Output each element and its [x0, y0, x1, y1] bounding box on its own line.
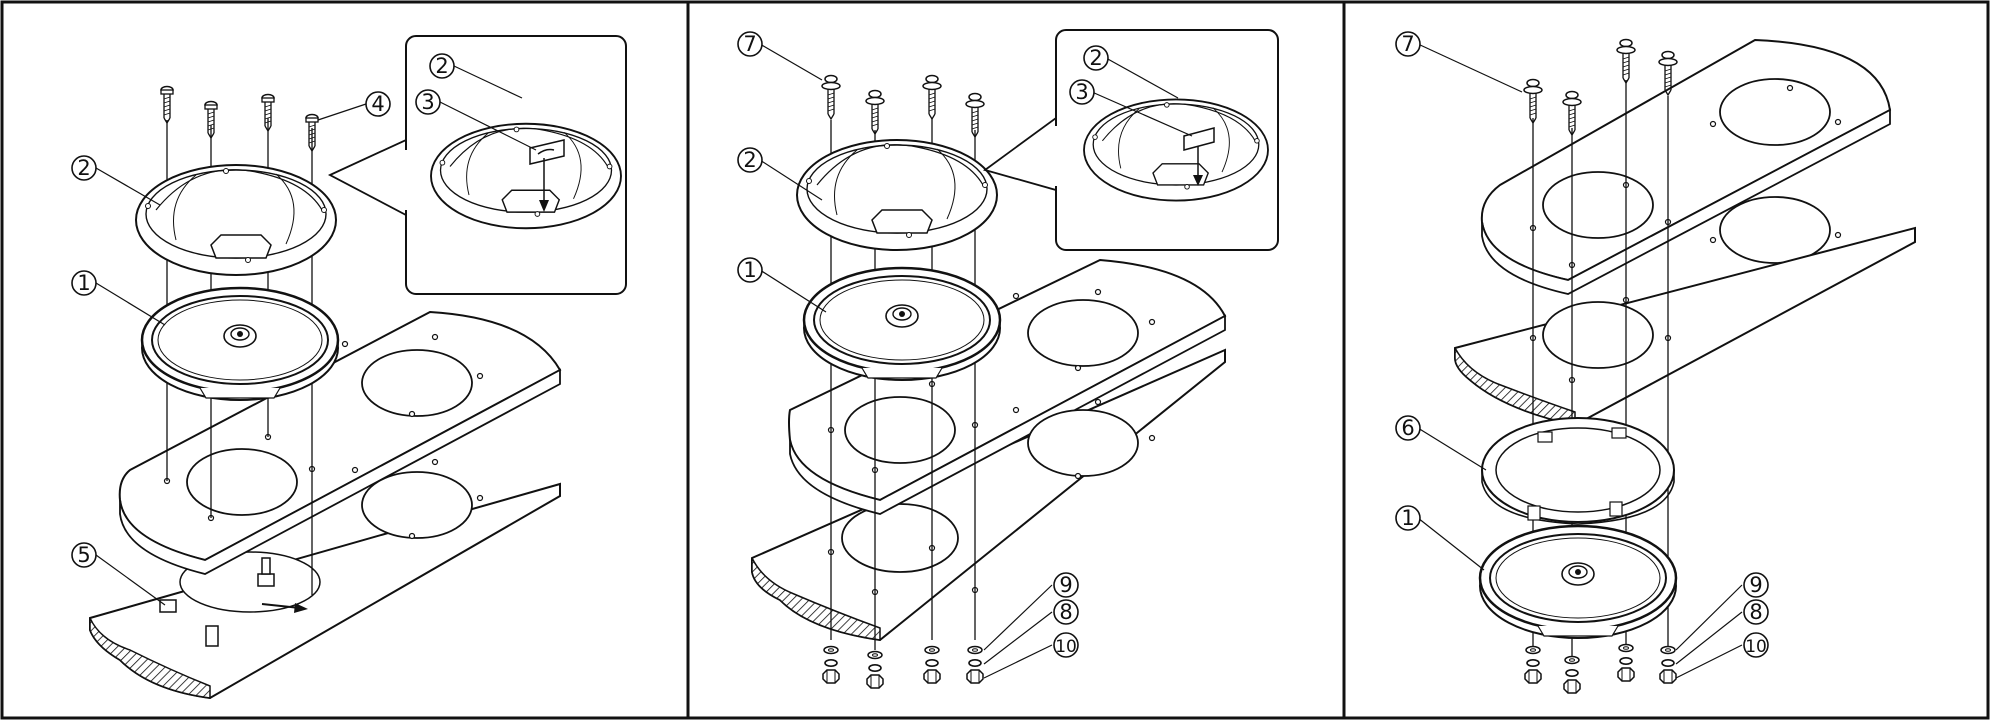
svg-text:7: 7 — [1401, 32, 1414, 56]
badge-3 — [1183, 127, 1215, 186]
callout-nut-10: 10 — [1053, 632, 1079, 658]
grille-cover-2 — [796, 139, 998, 251]
callouts-panel-3: 7 6 1 9 8 10 — [1395, 31, 1769, 679]
svg-text:8: 8 — [1059, 600, 1072, 624]
svg-text:3: 3 — [421, 90, 434, 114]
callout-spacer-6: 6 — [1395, 415, 1421, 441]
badge-3 — [529, 139, 565, 212]
svg-text:3: 3 — [1075, 80, 1088, 104]
svg-text:9: 9 — [1059, 573, 1072, 597]
svg-text:8: 8 — [1749, 600, 1762, 624]
detail-inset — [982, 29, 1279, 251]
svg-text:2: 2 — [435, 54, 448, 78]
svg-text:7: 7 — [743, 32, 756, 56]
callout-clip-5: 5 — [71, 542, 97, 568]
callout-inset-grille-2: 2 — [1083, 45, 1109, 71]
callouts-panel-2: 7 2 1 9 8 10 2 3 — [737, 31, 1193, 679]
panel-1: 2 4 1 5 2 3 — [71, 35, 627, 700]
svg-text:1: 1 — [1401, 506, 1414, 530]
callout-nut-10: 10 — [1743, 632, 1769, 658]
callout-screw-7: 7 — [737, 31, 763, 57]
svg-text:10: 10 — [1745, 637, 1767, 657]
svg-text:2: 2 — [77, 156, 90, 180]
svg-text:1: 1 — [77, 271, 90, 295]
callout-lock-washer-8: 8 — [1743, 599, 1769, 625]
panel-3: 7 6 1 9 8 10 — [1395, 31, 1916, 694]
svg-text:1: 1 — [743, 258, 756, 282]
svg-text:10: 10 — [1055, 637, 1077, 657]
speaker-1 — [802, 266, 1002, 382]
detail-inset — [327, 35, 627, 295]
callout-screw-4: 4 — [365, 91, 391, 117]
retaining-clips — [159, 557, 308, 647]
mounting-board-upper — [1480, 38, 1892, 295]
callout-screw-7: 7 — [1395, 31, 1421, 57]
mounting-board-upper — [788, 258, 1227, 596]
callout-speaker-1: 1 — [71, 270, 97, 296]
speaker-1 — [1478, 524, 1678, 640]
callout-lock-washer-8: 8 — [1053, 599, 1079, 625]
speaker-1 — [140, 286, 340, 402]
callout-washer-9: 9 — [1053, 572, 1079, 598]
callout-inset-badge-3: 3 — [415, 89, 441, 115]
mounting-board-upper — [118, 310, 562, 575]
grille-cover-2 — [135, 164, 337, 276]
callout-inset-grille-2: 2 — [429, 53, 455, 79]
svg-text:5: 5 — [77, 543, 90, 567]
svg-text:4: 4 — [371, 92, 384, 116]
spacer-ring-6 — [1481, 417, 1675, 525]
svg-text:9: 9 — [1749, 573, 1762, 597]
svg-text:6: 6 — [1401, 416, 1414, 440]
callouts-panel-1: 2 4 1 5 2 3 — [71, 53, 537, 606]
callout-inset-badge-3: 3 — [1069, 79, 1095, 105]
callout-speaker-1: 1 — [737, 257, 763, 283]
callout-washer-9: 9 — [1743, 572, 1769, 598]
panel-2: 7 2 1 9 8 10 2 3 — [737, 29, 1279, 689]
callout-grille-2: 2 — [737, 147, 763, 173]
svg-text:2: 2 — [1089, 46, 1102, 70]
callout-speaker-1: 1 — [1395, 505, 1421, 531]
callout-grille-2: 2 — [71, 155, 97, 181]
svg-text:2: 2 — [743, 148, 756, 172]
